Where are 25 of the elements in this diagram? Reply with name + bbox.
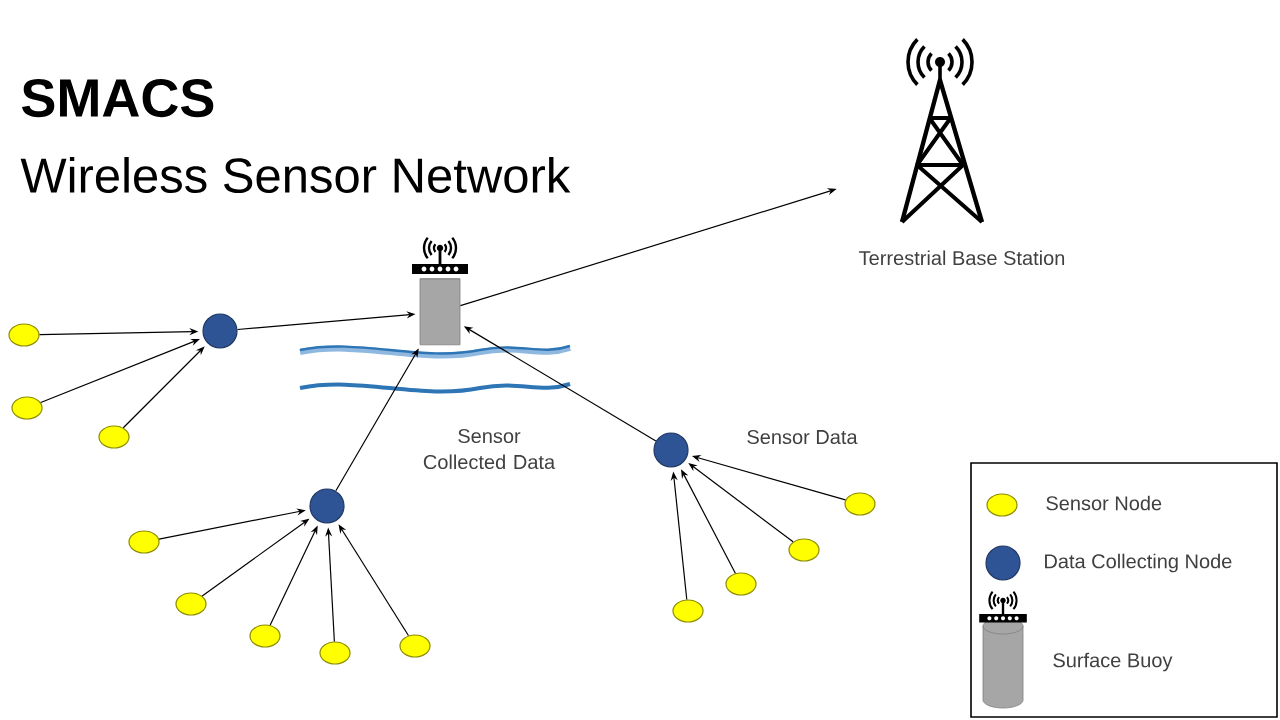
sensor-node [844, 492, 876, 516]
surface-buoy [412, 237, 468, 346]
sensor-node [672, 599, 704, 623]
sensor-node [175, 592, 207, 616]
data-collecting-node [653, 432, 689, 468]
annotation-text: Sensor Data [747, 429, 858, 445]
arrow [122, 346, 205, 429]
sensor-node [399, 634, 431, 658]
sensor-node [249, 624, 281, 648]
title: SMACS [22, 78, 214, 118]
data-collecting-node [202, 313, 238, 349]
data-collecting-node [309, 488, 345, 524]
station-label: Terrestrial Base Station [859, 250, 1065, 266]
legend-label: Data Collecting Node [1045, 553, 1232, 573]
subtitle: Wireless Sensor Network [20, 157, 571, 193]
legend-label: Surface Buoy [1053, 652, 1173, 672]
sensor-node [8, 323, 40, 347]
sensor-node [319, 641, 351, 665]
legend-label: Sensor Node [1046, 495, 1162, 511]
sensor-node [11, 396, 43, 420]
sensor-node [788, 538, 820, 562]
annotation-text: Sensor Collected Data [423, 428, 556, 470]
sensor-node [128, 530, 160, 554]
sensor-node [98, 425, 130, 449]
sensor-node [725, 572, 757, 596]
